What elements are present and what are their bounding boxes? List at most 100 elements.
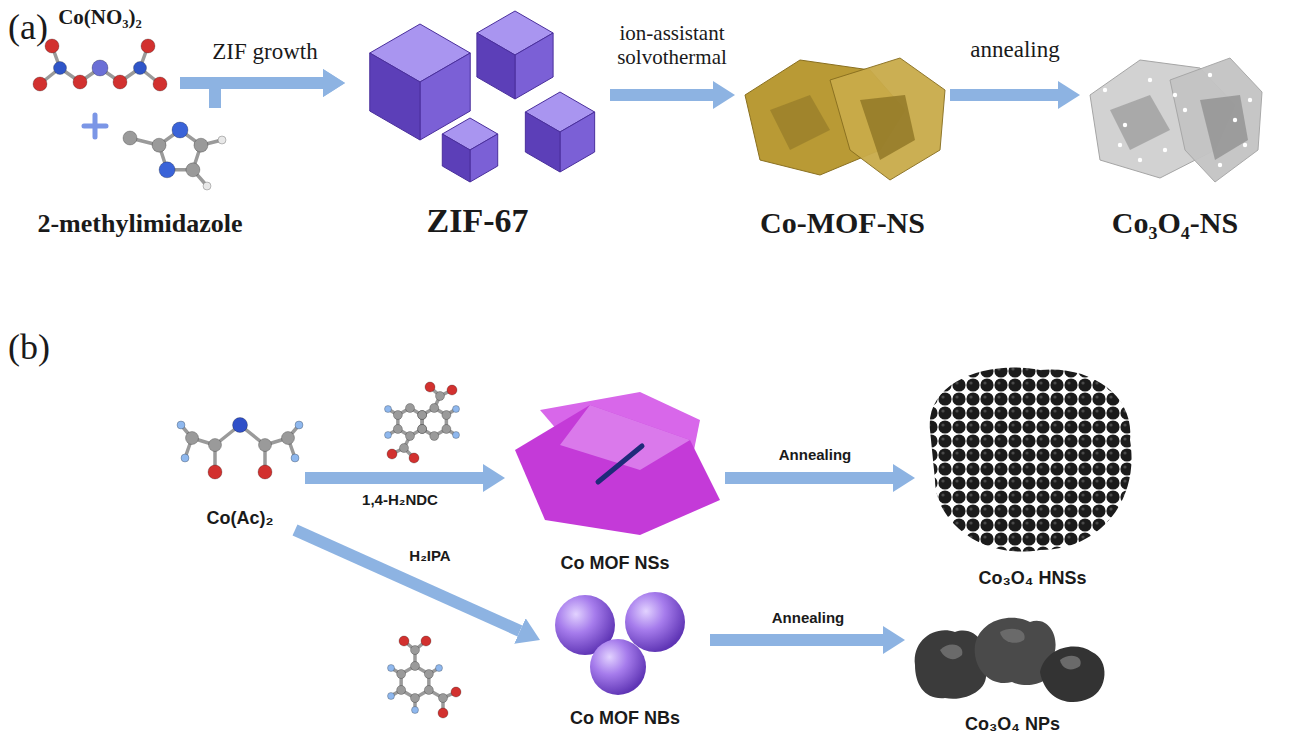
polyhedron-face [370,53,420,140]
carbon-atom [442,411,451,420]
oxygen-atom [73,75,87,89]
mof-nanoball [625,592,685,652]
carbon-atom [393,411,402,420]
hydrogen-atom [388,693,395,700]
material-node: Co MOF NSs [505,385,725,575]
carbon-atom [400,444,409,453]
material-node: Co(NO₃)₂ [20,5,180,105]
oxide-nanosheet-shade [1110,95,1170,150]
process-arrow [950,89,1058,101]
hydrogen-atom [218,136,226,144]
process-arrow [610,89,713,101]
polyhedron-face [477,33,515,99]
oxygen-atom [447,385,457,395]
pore-dot [1118,143,1122,147]
material-label: Co-MOF-NS [756,205,929,240]
sheet-slit [598,446,642,482]
process-arrow [725,472,893,484]
polyhedron-face [470,134,498,182]
material-node: ZIF-67 [345,8,610,240]
pore-dot [1248,98,1252,102]
carbon-atom [411,694,420,703]
carbon-atom [430,432,439,441]
polyhedron-face [525,112,560,172]
carbon-atom [418,425,427,434]
carbon-atom [442,425,451,434]
polyhedron-face [560,112,595,172]
hydrogen-atom [412,707,419,714]
process-arrow [305,472,483,484]
oxygen-atom [208,465,222,479]
oxygen-atom [387,449,397,459]
nitrogen-atom [159,162,175,178]
material-label: 2-methylimidazole [33,209,246,240]
carbon-atom [418,425,427,434]
carbon-atom [209,439,222,452]
carbon-atom [430,404,439,413]
carbon-atom [418,411,427,420]
nitrogen-atom [172,122,188,138]
oxygen-atom [421,636,431,646]
pore-dot [1208,73,1212,77]
process-arrow [295,530,520,631]
panel-label: (b) [8,328,50,368]
material-node: Co₃O₄-NS [1080,45,1270,240]
carbon-atom [406,432,415,441]
carbon-atom [123,131,137,145]
carbon-atom [436,392,445,401]
oxygen-atom [451,687,461,697]
process-arrow [710,634,883,646]
pore-dot [1243,143,1247,147]
pore-dot [1183,108,1187,112]
carbon-atom [424,670,433,679]
oxide-particle [1040,646,1105,702]
carbon-atom [411,646,420,655]
polyhedron-face [442,134,470,182]
material-node: 2-methylimidazole [15,108,265,240]
oxide-nanosheet [1170,58,1262,182]
carbon-atom [418,411,427,420]
cobalt-atom [92,60,108,76]
hydrogen-atom [295,421,303,429]
material-label: Co(NO₃)₂ [54,5,146,30]
material-node: Co-MOF-NS [735,45,950,240]
oxide-particle [915,630,986,698]
oxygen-atom [153,77,167,91]
carbon-atom [424,686,433,695]
material-label: Co₃O₄ HNSs [975,568,1091,590]
material-label: ZIF-67 [423,201,533,240]
carbon-atom [393,425,402,434]
step-label: 1,4-H₂NDC [362,491,438,508]
oxide-particle-highlight [1000,629,1025,643]
material-illustrations [33,11,1262,718]
mof-nanosheet [515,405,720,535]
pore-dot [1173,93,1177,97]
step-label: ZIF growth [212,39,317,65]
plus-sign [84,115,106,137]
step-label: ion-assistant solvothermal [597,21,747,69]
carbon-atom [439,694,448,703]
carbon-atom [282,432,295,445]
pore-dot [1138,158,1142,162]
step-label: H₂IPA [409,547,450,564]
pore-dot [1103,88,1107,92]
hydrogen-atom [453,406,460,413]
hydrogen-atom [203,182,211,190]
hydrogen-atom [181,454,189,462]
carbon-atom [186,432,199,445]
carbon-atom [411,662,420,671]
hydrogen-atom [385,432,392,439]
oxygen-atom [113,75,127,89]
mof-nanoball [590,639,646,695]
oxygen-atom [141,39,155,53]
mof-nanosheet-shade [860,95,915,160]
pore-dot [1148,78,1152,82]
oxygen-atom [399,636,409,646]
material-node: Co₃O₄ HNSs [915,355,1150,590]
pore-dot [1163,148,1167,152]
carbon-atom [152,138,166,152]
carbon-atom [397,686,406,695]
oxygen-atom [409,453,419,463]
